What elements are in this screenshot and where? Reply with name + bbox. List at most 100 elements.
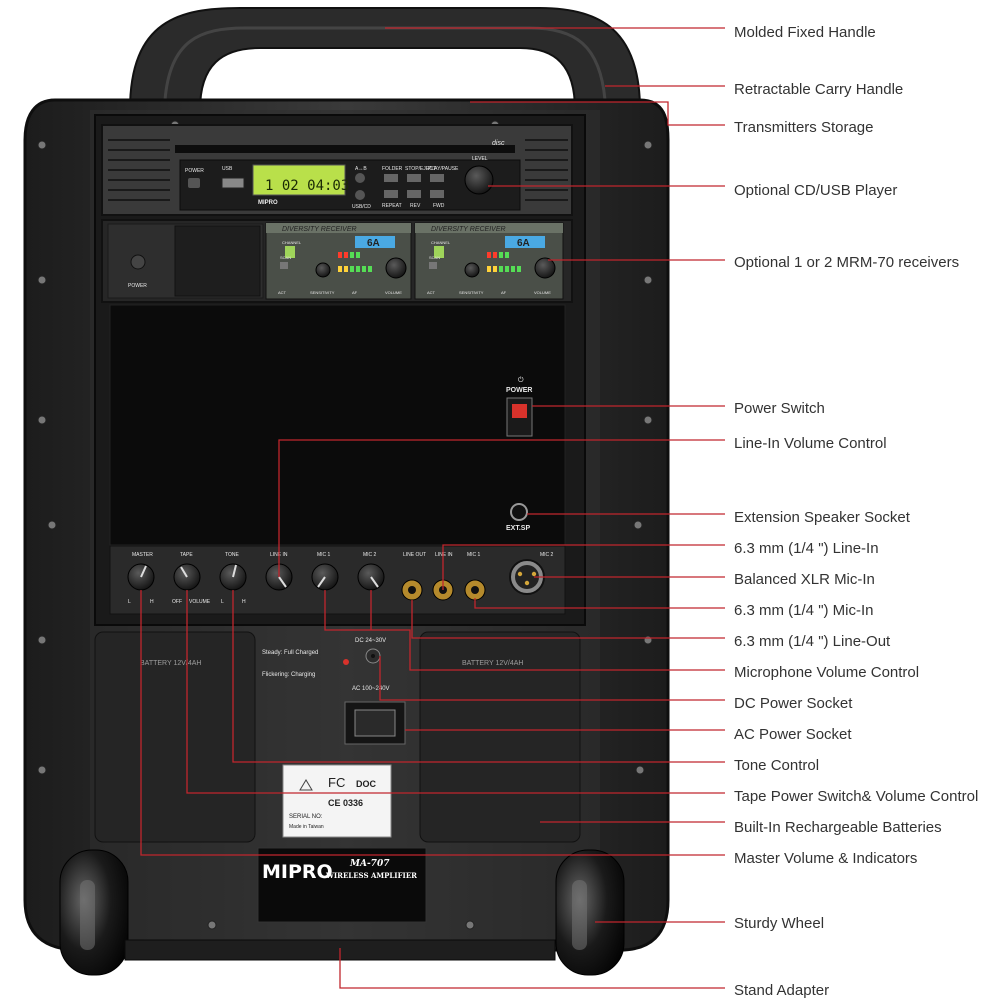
ext-speaker-group: EXT.SP <box>506 503 530 532</box>
callout-dc-socket: DC Power Socket <box>734 695 853 712</box>
receiver-1-channel: 6A <box>367 238 380 249</box>
receiver-2-act-label: ACT <box>427 290 436 295</box>
brand-logo: MIPRO <box>262 861 333 883</box>
receiver-2-volume-knob[interactable] <box>534 257 556 279</box>
rev-button[interactable] <box>407 190 421 198</box>
receiver-2-channel-display <box>505 236 545 248</box>
vent-grille-left <box>108 139 170 201</box>
control-strip: MASTER L H TAPE OFF VOLUME TONE L H LINE… <box>109 545 566 615</box>
callout-xlr: Balanced XLR Mic-In <box>734 571 875 588</box>
leader-line-out-jack <box>411 600 725 639</box>
receiver-2-display <box>434 246 444 258</box>
brand-plate: MIPRO MA-707 WIRELESS AMPLIFIER <box>257 847 427 923</box>
screws <box>37 120 653 930</box>
callout-batteries: Built-In Rechargeable Batteries <box>734 819 942 836</box>
jack-mic1-label: MIC 1 <box>467 552 481 558</box>
callout-leaders <box>140 27 725 989</box>
doc-label: DOC <box>356 779 377 789</box>
receiver-bay: POWER DIVERSITY RECEIVER CHANNEL 6A SCAN… <box>101 219 573 303</box>
rev-label: REV <box>410 203 421 209</box>
folder-button[interactable] <box>384 174 398 182</box>
receiver-2-channel-label: CHANNEL <box>431 240 451 245</box>
receiver-1-scan-button[interactable] <box>280 262 288 269</box>
storage-button[interactable] <box>130 254 146 270</box>
dc-label: DC 24~30V <box>355 638 386 644</box>
callout-wheel: Sturdy Wheel <box>734 915 824 932</box>
leader-tone <box>232 590 725 763</box>
play-label: PLAY/PAUSE <box>428 166 459 172</box>
receiver-1-meter <box>338 252 372 272</box>
model-label: MA-707 <box>349 859 390 869</box>
ce-mark: CE 0336 <box>328 798 363 808</box>
charge-indicator-led <box>343 659 349 665</box>
leader-line-in-jack <box>442 544 725 590</box>
power-switch-rocker[interactable] <box>512 404 527 418</box>
folder-label: FOLDER <box>382 166 403 172</box>
receiver-2: DIVERSITY RECEIVER CHANNEL 6A SCAN ACT S… <box>414 222 564 300</box>
knob-master-sub-left: L <box>128 599 131 605</box>
usbcd-button[interactable] <box>355 190 365 200</box>
knob-master-sub-right: H <box>150 599 154 605</box>
knob-mic2-label: MIC 2 <box>363 552 377 558</box>
callout-tape: Tape Power Switch& Volume Control <box>734 788 978 805</box>
cd-level-knob[interactable] <box>464 165 494 195</box>
callout-line-out-jack: 6.3 mm (1/4 ") Line-Out <box>734 633 891 650</box>
knob-tone-label: TONE <box>225 552 239 558</box>
ab-button[interactable] <box>355 173 365 183</box>
receiver-2-volume-label: VOLUME <box>534 290 551 295</box>
receiver-2-sensitivity-knob[interactable] <box>464 262 480 278</box>
receiver-2-channel: 6A <box>517 238 530 249</box>
lower-section: BATTERY 12V/4AH BATTERY 12V/4AH Steady: … <box>94 631 581 923</box>
leader-transmitters <box>470 101 725 126</box>
warning-triangle-icon <box>299 779 313 791</box>
disc-logo-icon: disc <box>492 140 505 147</box>
cd-usb-player: POWER USB 1 02 04:03 MIPRO A↔B USB/CD FO… <box>101 124 573 216</box>
receiver-1-sensitivity-knob[interactable] <box>315 262 331 278</box>
play-button[interactable] <box>430 174 444 182</box>
ac-label: AC 100~240V <box>352 686 390 692</box>
power-switch-group: ⏻ POWER <box>506 376 533 437</box>
receiver-2-header: DIVERSITY RECEIVER <box>431 226 506 233</box>
repeat-button[interactable] <box>384 190 398 198</box>
serial-label: SERIAL NO: <box>289 814 323 820</box>
usb-port[interactable] <box>221 177 245 189</box>
leader-mic-in-jack <box>474 598 725 609</box>
knob-tone-sub-left: L <box>221 599 224 605</box>
callout-labels: Molded Fixed Handle Retractable Carry Ha… <box>734 24 978 999</box>
receiver-1: DIVERSITY RECEIVER CHANNEL 6A SCAN ACT S… <box>265 222 412 300</box>
knob-mic1-label: MIC 1 <box>317 552 331 558</box>
knob-tape-label: TAPE <box>180 552 193 558</box>
model-desc: WIRELESS AMPLIFIER <box>325 871 417 880</box>
xlr-group: MIC 2 <box>509 552 554 595</box>
cd-slot[interactable] <box>175 145 515 153</box>
cd-power-button[interactable] <box>188 178 200 188</box>
made-in-label: Made in Taiwan <box>289 824 324 830</box>
knob-master-label: MASTER <box>132 552 153 558</box>
receiver-2-scan-button[interactable] <box>429 262 437 269</box>
callout-master: Master Volume & Indicators <box>734 850 917 867</box>
speaker-grille <box>109 304 566 546</box>
knob-master: MASTER L H <box>127 552 155 605</box>
transmitter-storage-door[interactable] <box>174 225 261 297</box>
cd-power-label: POWER <box>185 168 204 174</box>
molded-handle <box>128 7 642 111</box>
jack-line-out-label: LINE OUT <box>403 552 426 558</box>
stop-button[interactable] <box>407 174 421 182</box>
stop-label: STOP/EJECT <box>405 166 436 172</box>
receiver-1-act-label: ACT <box>278 290 287 295</box>
ext-speaker-socket[interactable] <box>510 503 528 521</box>
leader-mic-volume <box>324 590 725 671</box>
receiver-1-sens-label: SENSITIVITY <box>310 290 335 295</box>
power-switch-label: POWER <box>506 387 532 394</box>
leader-dc-socket <box>379 656 725 701</box>
receiver-1-scan-label: SCAN <box>280 255 291 260</box>
charge-steady-label: Steady: Full Charged <box>262 650 318 656</box>
callout-cd-usb-player: Optional CD/USB Player <box>734 182 897 199</box>
battery-left <box>94 631 256 843</box>
receiver-1-af-label: AF <box>352 290 358 295</box>
receiver-1-volume-knob[interactable] <box>385 257 407 279</box>
fwd-button[interactable] <box>430 190 444 198</box>
battery-right <box>419 631 581 843</box>
leader-tape <box>186 590 725 794</box>
